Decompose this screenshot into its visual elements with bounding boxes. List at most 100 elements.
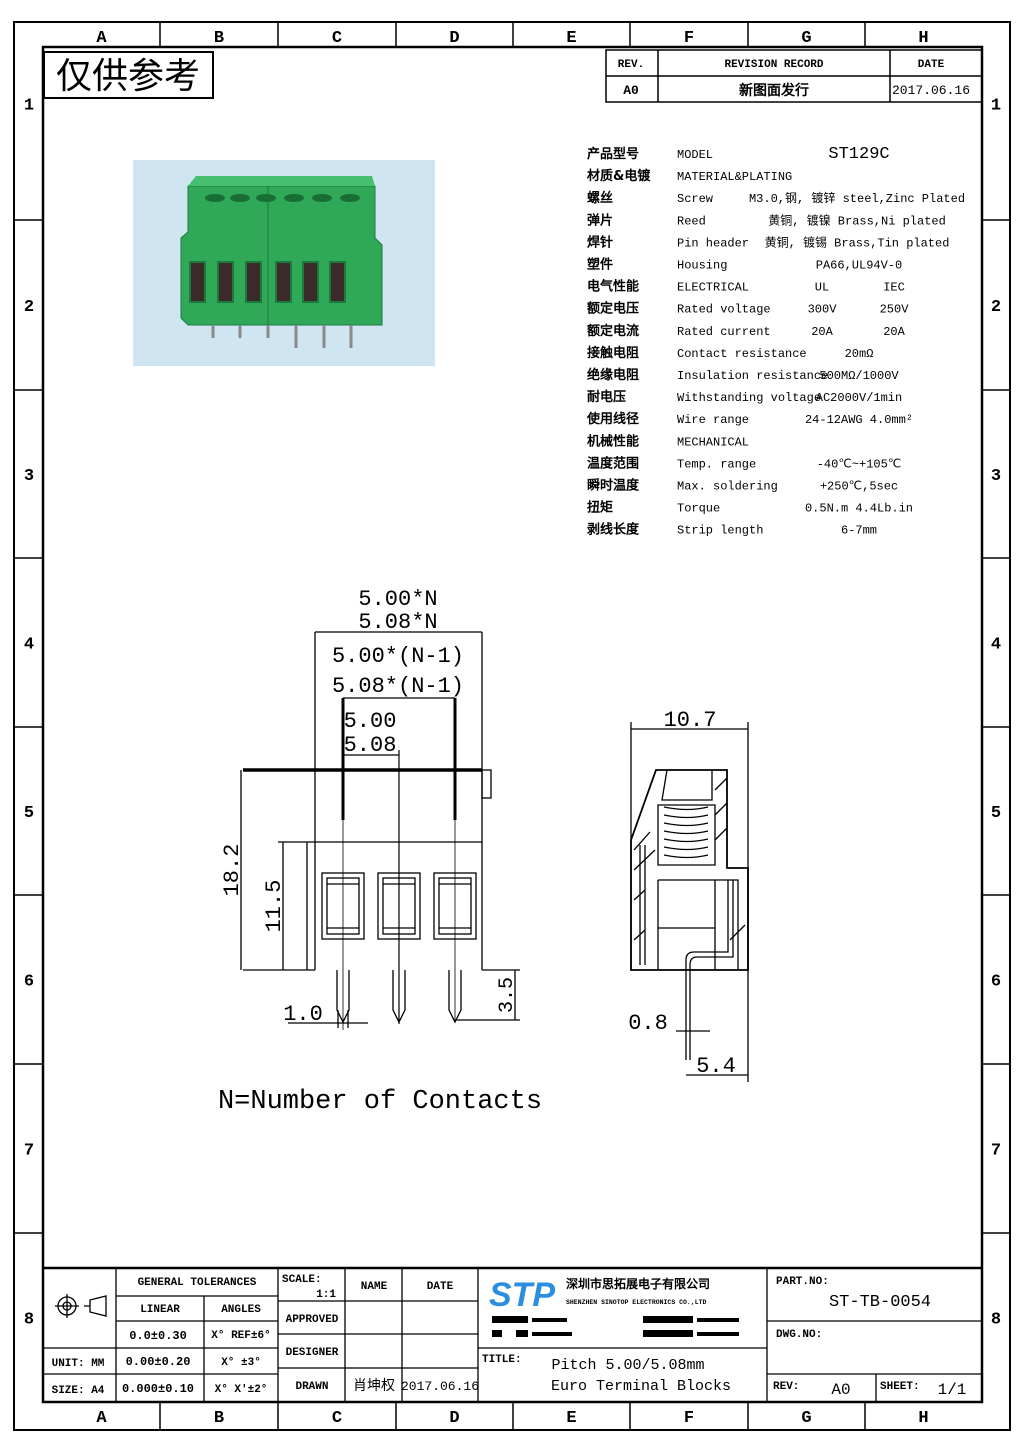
rev-value-tb: A0: [831, 1381, 850, 1399]
tol-angle-1: X° REF±6°: [211, 1330, 270, 1342]
title-line-2: Euro Terminal Blocks: [551, 1378, 731, 1395]
zone-column-label: B: [214, 1409, 224, 1428]
linear-label: LINEAR: [140, 1304, 180, 1316]
spec-row: 材质&电镀 MATERIAL&PLATING: [587, 168, 792, 184]
spec-value: 20mΩ: [845, 347, 874, 361]
spec-label-en: Max. soldering: [677, 480, 778, 494]
spec-value-iec: 250V: [880, 303, 910, 317]
zone-row-label: 6: [24, 973, 34, 992]
zone-row-label: 4: [991, 636, 1001, 655]
sheet-label: SHEET:: [880, 1381, 920, 1393]
spec-label-en: Torque: [677, 502, 720, 516]
spec-value-iec: IEC: [883, 281, 905, 295]
zone-column-label: G: [801, 1409, 811, 1428]
spec-label-en: Withstanding voltage: [677, 391, 821, 405]
zone-row-label: 1: [991, 97, 1001, 116]
date-header-tb: DATE: [427, 1281, 454, 1293]
stamp-box: [43, 51, 214, 99]
dim-depth: 10.7: [664, 708, 717, 733]
title-line-1: Pitch 5.00/5.08mm: [551, 1357, 704, 1374]
zone-row-label: 4: [24, 636, 34, 655]
zone-row-label: 7: [24, 1142, 34, 1161]
size-label: SIZE: A4: [52, 1385, 105, 1397]
spec-label-en: Housing: [677, 259, 727, 273]
spec-label-cn: 材质&电镀: [587, 168, 651, 184]
name-header: NAME: [361, 1281, 388, 1293]
spec-label-cn: 额定电压: [587, 301, 639, 317]
spec-label-cn: 使用线径: [586, 411, 639, 427]
company-logo: STP: [489, 1276, 555, 1314]
spec-value: 黄铜, 镀锡 Brass,Tin plated: [765, 234, 950, 250]
tol-linear-1: 0.0±0.30: [129, 1329, 187, 1343]
tol-angle-2: X° ±3°: [221, 1357, 261, 1369]
spec-value: 500MΩ/1000V: [819, 369, 899, 383]
spec-value: M3.0,钢, 镀锌 steel,Zinc Plated: [749, 191, 965, 206]
spec-value-ul: 20A: [811, 325, 833, 339]
zone-column-label: F: [684, 29, 694, 48]
zone-grid: [14, 22, 1010, 1430]
revision-record-header: REVISION RECORD: [724, 59, 823, 71]
spec-label-cn: 塑件: [587, 257, 613, 273]
zone-row-label: 6: [991, 973, 1001, 992]
spec-label-cn: 螺丝: [587, 190, 613, 206]
zone-column-label: A: [96, 1409, 107, 1428]
tol-angle-3: X° X'±2°: [215, 1384, 268, 1396]
zone-row-label: 8: [991, 1311, 1001, 1330]
company-contact-info: [492, 1316, 739, 1337]
spec-label-en: Screw: [677, 192, 714, 206]
spec-label-en: MECHANICAL: [677, 435, 749, 449]
spec-label-en: Contact resistance: [677, 347, 807, 361]
zone-row-label: 3: [991, 467, 1001, 486]
zone-column-label: C: [332, 29, 342, 48]
dim-pin-offset: 5.4: [696, 1054, 736, 1079]
spec-value: ST129C: [828, 145, 889, 164]
spec-label-cn: 机械性能: [587, 433, 639, 449]
spec-row: 螺丝 Screw M3.0,钢, 镀锌 steel,Zinc Plated: [587, 190, 965, 206]
wire-entry-window: [433, 872, 477, 940]
designer-label: DESIGNER: [286, 1347, 339, 1359]
zone-column-label: A: [96, 29, 107, 48]
title-label: TITLE:: [482, 1354, 522, 1366]
spec-label-cn: 剥线长度: [587, 522, 640, 538]
zone-column-label: D: [449, 29, 459, 48]
zone-row-label: 7: [991, 1142, 1001, 1161]
spec-label-en: ELECTRICAL: [677, 281, 749, 295]
spec-label-cn: 扭矩: [587, 500, 613, 516]
reference-only-stamp: 仅供参考: [56, 56, 200, 97]
spec-label-en: MATERIAL&PLATING: [677, 170, 792, 184]
spec-value: +250℃,5sec: [820, 480, 898, 494]
spec-label-cn: 绝缘电阻: [587, 367, 639, 383]
angles-label: ANGLES: [221, 1304, 261, 1316]
drawn-name: 肖坤权: [353, 1378, 395, 1394]
spec-label-en: Strip length: [677, 524, 763, 538]
spec-value: PA66,UL94V-0: [816, 259, 902, 273]
spec-label-cn: 产品型号: [587, 146, 639, 162]
revision-table: [605, 49, 983, 103]
zone-row-label: 3: [24, 467, 34, 486]
dwg-no-label: DWG.NO:: [776, 1329, 822, 1341]
solder-pin: [392, 970, 406, 1024]
dim-overall-500: 5.00*N: [358, 587, 437, 612]
spec-label-cn: 额定电流: [587, 323, 639, 339]
spec-value: -40℃~+105℃: [817, 457, 902, 471]
spec-value-ul: 300V: [808, 303, 838, 317]
spec-label-en: Rated current: [677, 325, 771, 339]
zone-column-label: H: [918, 1409, 928, 1428]
part-no-label: PART.NO:: [776, 1276, 829, 1288]
dim-span-508: 5.08*(N-1): [332, 674, 464, 699]
revision-record-value: 新图面发行: [739, 82, 809, 99]
dim-lower-height: 11.5: [262, 880, 287, 933]
part-number: ST-TB-0054: [829, 1293, 931, 1312]
zone-row-label: 2: [991, 298, 1001, 317]
dim-pin-thickness: 0.8: [628, 1011, 668, 1036]
zone-column-label: B: [214, 29, 224, 48]
